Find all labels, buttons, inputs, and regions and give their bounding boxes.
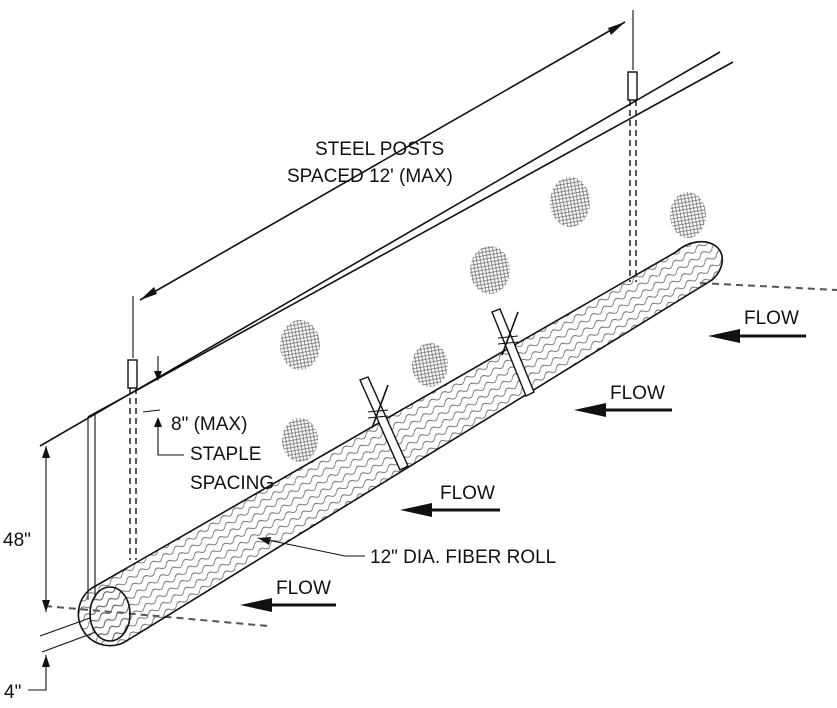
flow-label-4: FLOW (744, 308, 799, 329)
flow-arrow-4: FLOW (708, 308, 806, 343)
embed-label: 4" (4, 682, 21, 703)
height-dimension (42, 446, 50, 612)
post-spacing-label-line1: STEEL POSTS (315, 139, 444, 160)
steel-post-right (627, 71, 638, 282)
flow-label-2: FLOW (440, 483, 495, 504)
fiber-roll-leader (257, 537, 365, 557)
height-label: 48" (3, 530, 31, 551)
flow-label-1: FLOW (276, 578, 331, 599)
fiber-roll-label: 12" DIA. FIBER ROLL (370, 547, 556, 568)
wood-stake-1 (359, 376, 409, 471)
flow-arrow-1: FLOW (240, 578, 336, 612)
staple-spacing-label-line3: SPACING (190, 473, 274, 494)
fabric-top-edge (39, 51, 734, 600)
wood-stake-2 (491, 308, 535, 397)
staple-spacing-dimension (142, 356, 184, 456)
fiber-roll (77, 240, 724, 647)
staple-spacing-label-line1: 8" (MAX) (171, 414, 247, 435)
flow-arrow-3: FLOW (574, 383, 672, 417)
flow-label-3: FLOW (610, 383, 665, 404)
flow-arrow-2: FLOW (400, 483, 500, 517)
embed-dimension (28, 655, 50, 691)
steel-post-left (127, 359, 138, 560)
staple-spacing-label-line2: STAPLE (190, 444, 261, 465)
fabric-mesh (280, 177, 706, 462)
post-spacing-label-line2: SPACED 12' (MAX) (287, 166, 453, 187)
post-spacing-dimension (132, 10, 634, 358)
